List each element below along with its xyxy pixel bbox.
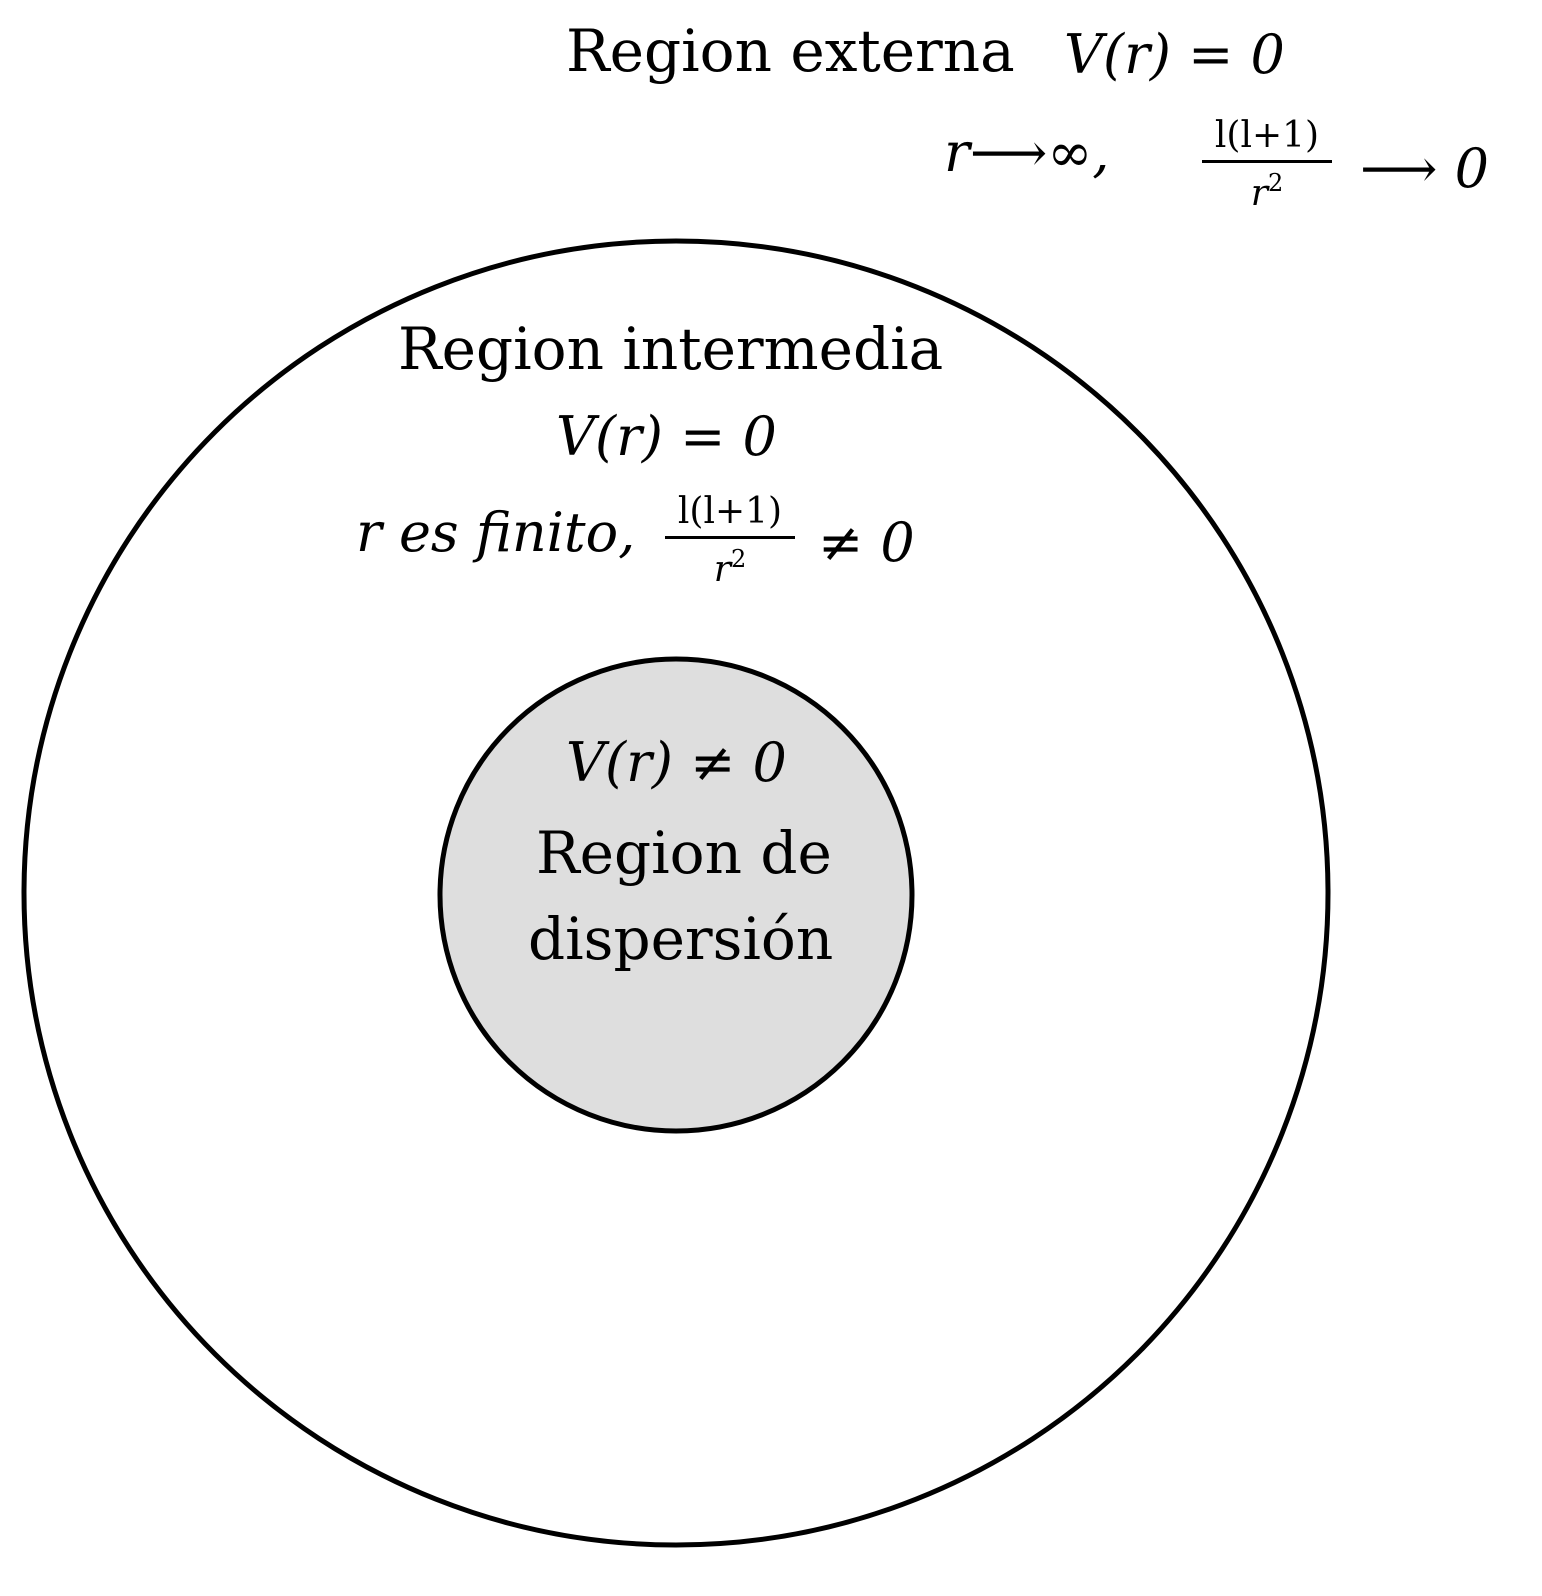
external-fraction-numerator: l(l+1) [1214,115,1320,156]
external-region-title: Region externa [566,17,1015,85]
intermediate-fraction-numerator: l(l+1) [677,491,783,532]
intermediate-condition: r es finito, [356,501,636,564]
intermediate-relation: ≠ 0 [818,511,915,574]
intermediate-fraction-denominator: r2 [713,545,747,590]
intermediate-region-title: Region intermedia [398,315,944,383]
external-potential-equation: V(r) = 0 [1064,23,1285,86]
scattering-potential-equation: V(r) ≠ 0 [566,731,787,794]
external-fraction-denominator: r2 [1250,169,1284,214]
external-centrifugal-fraction: l(l+1) r2 [1202,118,1332,212]
external-limit-r: r⟶∞, [944,121,1110,184]
scattering-region-title-line2: dispersión [528,905,834,973]
scattering-region-circle [437,656,915,1134]
intermediate-potential-equation: V(r) = 0 [556,405,777,468]
scattering-region-title-line1: Region de [536,819,832,887]
external-fraction-bar [1202,160,1332,163]
intermediate-centrifugal-fraction: l(l+1) r2 [665,494,795,588]
external-limit-result: ⟶ 0 [1360,137,1489,200]
intermediate-fraction-bar [665,536,795,539]
